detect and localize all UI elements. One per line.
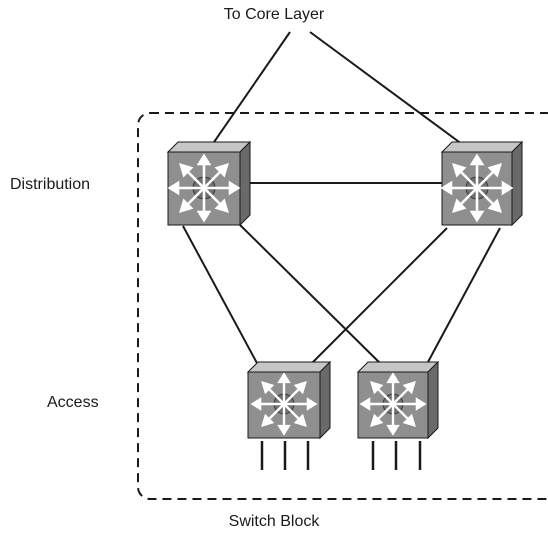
multilayer-switch-icon xyxy=(251,373,317,435)
switch-block-boundary xyxy=(137,112,548,500)
link-core-dist-left xyxy=(211,31,291,146)
link-dist-right-access-left xyxy=(309,227,448,366)
access-switch-left xyxy=(246,360,332,440)
distribution-switch-right xyxy=(440,140,524,227)
link-dist-left-access-right xyxy=(237,222,386,369)
access-switch-right xyxy=(356,360,440,440)
access-layer-label: Access xyxy=(47,394,99,411)
multilayer-switch-icon xyxy=(441,154,513,222)
multilayer-switch-icon xyxy=(168,154,240,222)
links xyxy=(182,31,501,369)
link-dist-right-access-right xyxy=(427,227,501,363)
core-layer-label: To Core Layer xyxy=(223,6,325,23)
multilayer-switch-icon xyxy=(360,373,426,435)
distribution-layer-label: Distribution xyxy=(10,176,91,193)
link-core-dist-right xyxy=(309,31,471,151)
link-dist-left-access-left xyxy=(182,225,259,366)
switch-block-label: Switch Block xyxy=(228,513,320,530)
distribution-switch-left xyxy=(166,140,252,227)
host-links xyxy=(260,441,422,470)
